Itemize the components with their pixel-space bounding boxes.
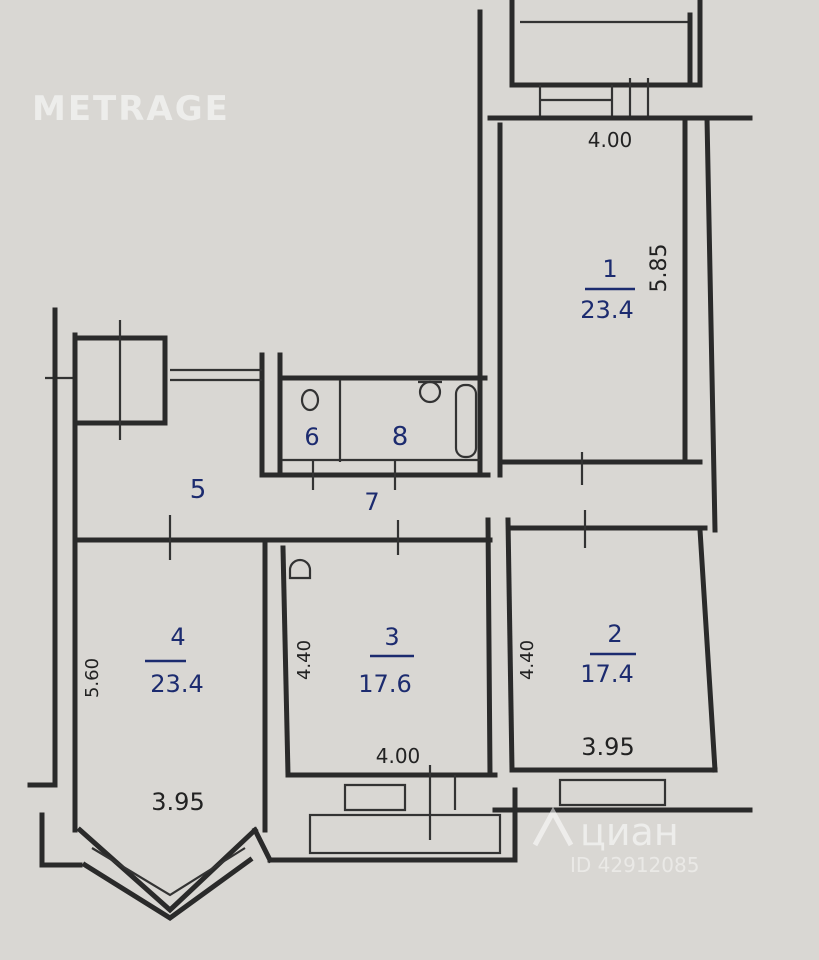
room-4-label: 4 23.4: [145, 623, 204, 698]
room-4-bay-window: [76, 826, 274, 922]
room-6-number: 6: [304, 423, 319, 451]
metrage-watermark: METRAGE: [32, 89, 230, 129]
room-4-area: 23.4: [150, 670, 203, 698]
room-1-width-dimension: 4.00: [588, 128, 633, 152]
room-7-number: 7: [364, 488, 379, 516]
cian-listing-id: ID 42912085: [570, 853, 699, 877]
room-8-number: 8: [392, 422, 409, 452]
top-balcony: [509, 0, 703, 118]
corridor-walls: [72, 460, 708, 560]
room-2-length-dimension: 4.40: [517, 640, 538, 680]
cian-logo-icon: [532, 806, 574, 847]
room-1-area: 23.4: [580, 296, 633, 324]
bathroom-block: [170, 352, 488, 478]
room-1-number: 1: [602, 255, 617, 283]
room-1-length-dimension: 5.85: [647, 244, 672, 293]
cian-logo-text: циан: [580, 810, 679, 854]
room-4-width-dimension: 3.95: [151, 788, 204, 816]
room-1-label: 1 23.4: [580, 255, 635, 324]
room-5-number: 5: [190, 475, 207, 505]
room-2-label: 2 17.4: [580, 620, 636, 688]
outer-left-wall: [27, 307, 83, 868]
rooms-2-3-walls: [262, 517, 753, 863]
room-1-walls: [477, 9, 753, 533]
room-3-number: 3: [384, 623, 399, 651]
room-3-label: 3 17.6: [358, 623, 414, 698]
room-2-number: 2: [607, 620, 622, 648]
cian-watermark: циан ID 42912085: [532, 806, 699, 877]
room-2-area: 17.4: [580, 660, 633, 688]
room-2-width-dimension: 3.95: [581, 733, 634, 761]
room-4-number: 4: [170, 623, 185, 651]
room-3-area: 17.6: [358, 670, 411, 698]
room-3-length-dimension: 4.40: [294, 640, 315, 680]
room-4-length-dimension: 5.60: [82, 658, 103, 698]
room-3-width-dimension: 4.00: [376, 744, 421, 768]
left-balcony: [45, 320, 168, 440]
